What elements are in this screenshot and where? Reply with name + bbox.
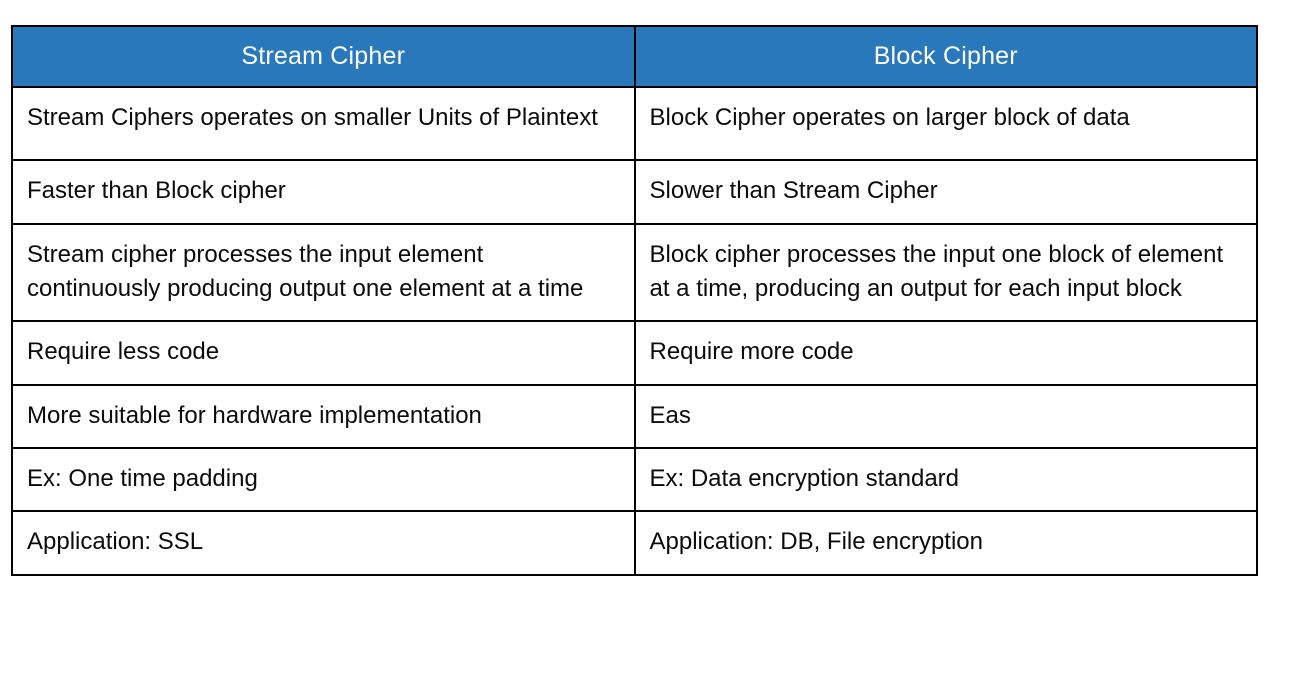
table-cell: Faster than Block cipher (11, 159, 636, 225)
table-row: Stream cipher processes the input elemen… (11, 222, 1258, 323)
table-row: Ex: One time padding Ex: Data encryption… (11, 446, 1258, 513)
column-header-stream-cipher: Stream Cipher (11, 25, 636, 88)
table-cell: Ex: One time padding (11, 446, 636, 513)
table-cell: Require less code (11, 320, 636, 386)
table-cell: Require more code (633, 320, 1258, 386)
table-cell: Ex: Data encryption standard (633, 446, 1258, 513)
table-row: More suitable for hardware implementatio… (11, 383, 1258, 449)
cipher-comparison-table-container: Stream Cipher Block Cipher Stream Cipher… (11, 25, 1258, 576)
table-row: Faster than Block cipher Slower than Str… (11, 159, 1258, 225)
table-cell: Application: SSL (11, 510, 636, 576)
table-cell: Stream cipher processes the input elemen… (11, 222, 636, 323)
table-cell: Stream Ciphers operates on smaller Units… (11, 85, 636, 162)
table-row: Application: SSL Application: DB, File e… (11, 510, 1258, 576)
table-cell: Eas (633, 383, 1258, 449)
column-header-block-cipher: Block Cipher (633, 25, 1258, 88)
table-row: Require less code Require more code (11, 320, 1258, 386)
table-cell: Block cipher processes the input one blo… (633, 222, 1258, 323)
table-cell: Application: DB, File encryption (633, 510, 1258, 576)
table-row: Stream Ciphers operates on smaller Units… (11, 85, 1258, 162)
cipher-comparison-table: Stream Cipher Block Cipher Stream Cipher… (11, 25, 1258, 576)
table-cell: Block Cipher operates on larger block of… (633, 85, 1258, 162)
table-cell: Slower than Stream Cipher (633, 159, 1258, 225)
table-header: Stream Cipher Block Cipher (11, 25, 1258, 88)
table-body: Stream Ciphers operates on smaller Units… (11, 85, 1258, 576)
header-row: Stream Cipher Block Cipher (11, 25, 1258, 88)
table-cell: More suitable for hardware implementatio… (11, 383, 636, 449)
